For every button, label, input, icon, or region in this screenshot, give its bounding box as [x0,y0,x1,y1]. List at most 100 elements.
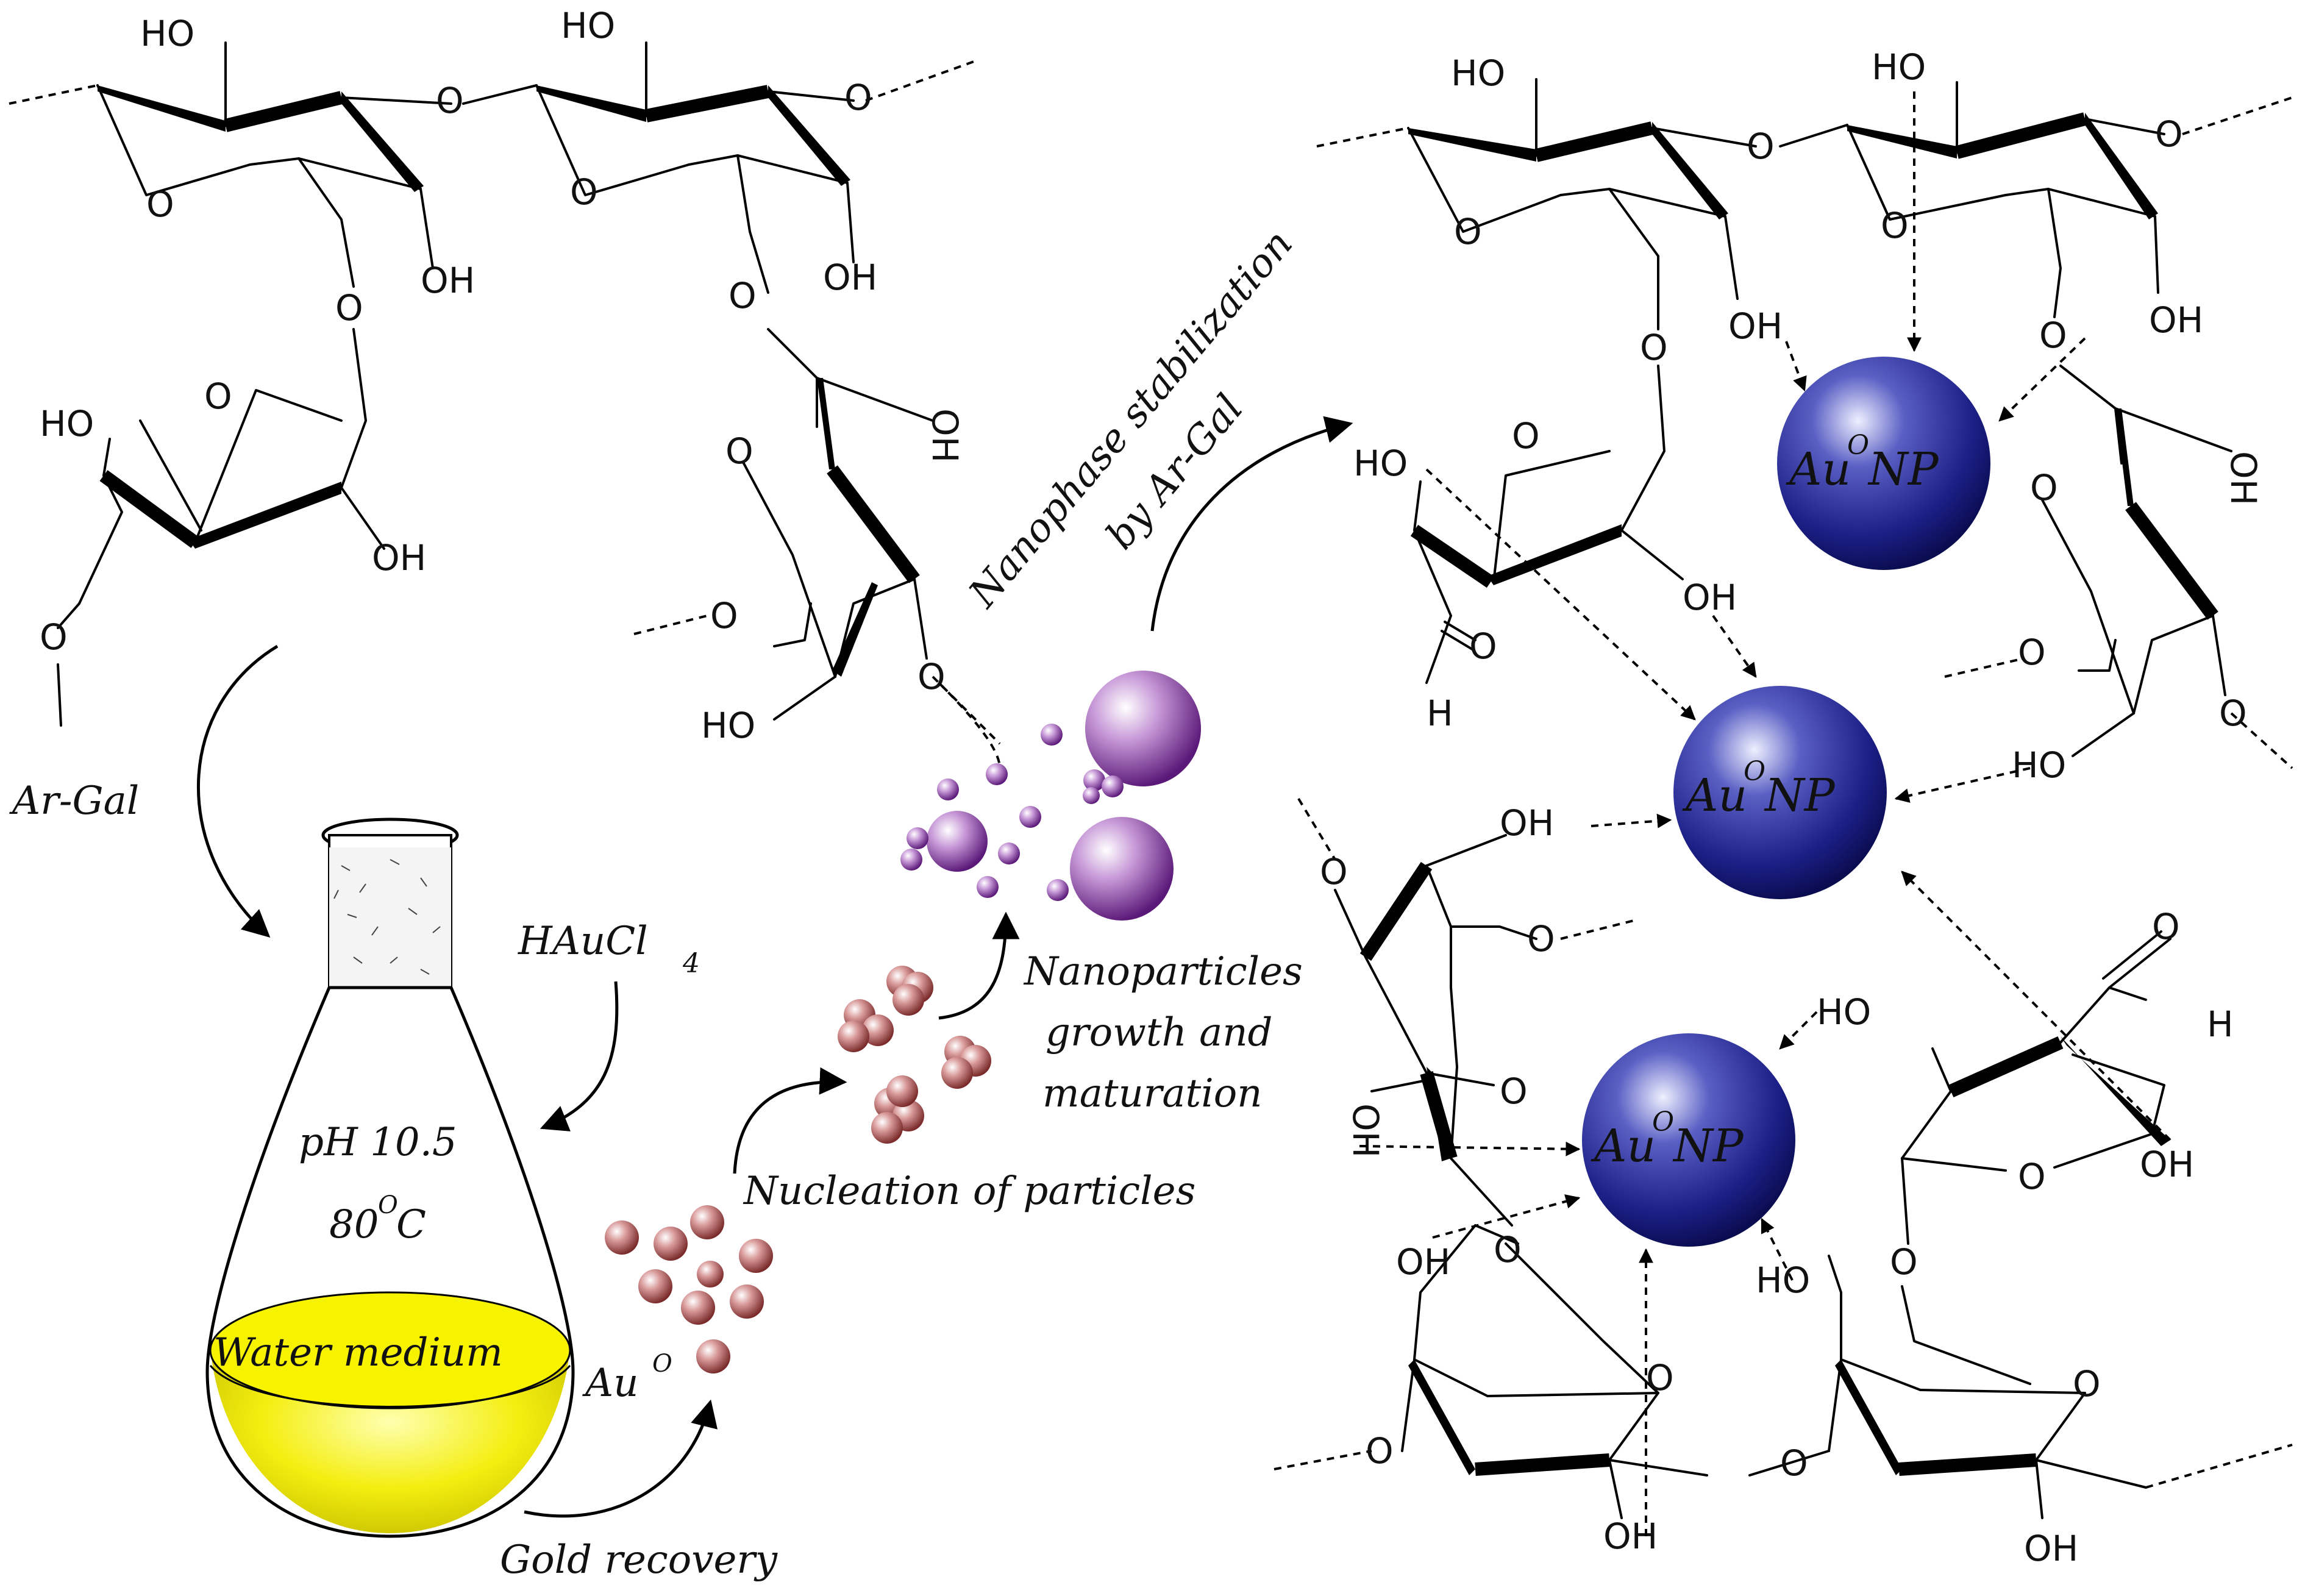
atom-ho: HO [2012,744,2066,786]
atom-o: O [1640,327,1668,368]
atom-o: O [1646,1357,1674,1398]
atom-oh: OH [1345,1103,1386,1158]
gold-recovery-label: Gold recovery [500,1537,778,1583]
atom-oh: OH [2024,1528,2078,1569]
growth-label-line2: growth and [1046,1010,1273,1055]
atom-o: O [2018,632,2046,673]
atom-o: O [1454,211,1482,252]
svg-text:Au: Au [1682,769,1747,822]
atom-ho: HO [40,403,94,444]
atom-o: O [725,430,753,472]
atom-ho: HO [701,705,755,746]
svg-text:O: O [652,1350,672,1378]
gold-nanoparticle-2: Au O NP [1673,686,1887,899]
svg-text:NP: NP [1867,443,1939,496]
atom-oh: OH [1500,802,1554,844]
atom-o: O [2152,906,2180,947]
atom-ho: HO [140,13,194,54]
erlenmeyer-flask [205,818,575,1538]
atom-ho: HO [1817,991,1871,1033]
svg-text:O: O [378,1191,398,1219]
svg-text:Au: Au [1591,1120,1656,1172]
atom-o: O [1881,205,1909,246]
atom-oh: OH [924,408,966,463]
nuclei-clusters [838,966,991,1144]
ar-gal-atom-labels: HO HO OH OH O O O O O O O HO OH O O OH O… [40,5,966,746]
atom-o: O [2030,467,2058,508]
svg-text:NP: NP [1672,1120,1744,1172]
atom-o: O [1469,625,1497,667]
atom-o: O [1320,851,1348,892]
atom-o: O [1890,1241,1918,1283]
atom-o: O [2018,1156,2046,1197]
atom-o: O [40,616,68,658]
ar-gal-label: Ar-Gal [9,778,139,824]
atom-o: O [1747,126,1775,167]
atom-o: O [1527,918,1555,960]
coordination-arrows [1359,91,2171,1536]
atom-o: O [729,275,757,316]
au0-label: Au O [582,1350,672,1406]
water-medium-label: Water medium [213,1330,503,1375]
svg-text:O: O [1652,1106,1674,1138]
atom-o: O [1494,1229,1522,1270]
svg-text:C: C [396,1202,426,1247]
growing-particles [900,671,1201,921]
atom-o: O [2155,113,2183,155]
atom-ho: HO [1872,46,1926,88]
arrow-gold-recovery [524,1399,718,1518]
atom-ho: HO [561,5,615,46]
atom-oh: OH [2149,299,2203,341]
svg-text:4: 4 [682,948,700,979]
growth-label-line3: maturation [1042,1071,1262,1116]
haucl4-label: HAuCl 4 [518,919,700,979]
atom-oh: OH [2140,1144,2194,1185]
svg-text:O: O [1847,430,1869,461]
atom-oh: OH [372,537,426,579]
growth-label-line1: Nanoparticles [1023,949,1303,994]
atom-oh: OH [1728,305,1783,347]
gold-atoms [605,1205,773,1373]
ph-label: pH 10.5 [299,1120,457,1165]
svg-text:HAuCl: HAuCl [518,919,648,964]
atom-ho: HO [1353,443,1408,484]
arrow-stabilization [1150,416,1353,632]
atom-o: O [146,183,174,225]
atom-oh: OH [823,257,877,298]
atom-oh: OH [2223,451,2264,505]
nucleation-label: Nucleation of particles [743,1169,1195,1214]
atom-o: O [1366,1430,1394,1472]
atom-o: O [204,376,232,417]
arrow-nucleation [733,1067,847,1174]
ar-gal-structure [9,41,1001,745]
atom-o: O [2039,315,2067,356]
svg-text:O: O [1744,756,1765,787]
gold-nanoparticle-1: Au O NP [1777,357,1990,570]
atom-oh: OH [421,260,475,301]
atom-o: O [917,656,946,697]
atom-ho: HO [1451,52,1505,94]
arrow-growth [938,911,1020,1020]
atom-o: O [2073,1363,2101,1405]
svg-text:Au: Au [582,1361,638,1406]
atom-o: O [2219,693,2247,734]
gold-nanoparticle-3: Au O NP [1582,1033,1795,1247]
atom-h: H [2207,1003,2234,1045]
svg-text:80: 80 [329,1202,379,1247]
svg-text:Au: Au [1786,443,1851,496]
atom-o: O [710,595,738,636]
atom-o: O [570,171,598,213]
temperature-label: 80 O C [329,1191,426,1247]
atom-o: O [436,80,464,121]
atom-o: O [335,287,363,329]
atom-ho: HO [1756,1259,1810,1301]
network-atom-labels: HO HO O O O O OH OH O O O HO OH O H O OH… [1320,46,2264,1569]
stabilization-label-line1: Nanophase stabilization [960,222,1302,617]
atom-h: H [1427,693,1453,734]
atom-o: O [1512,415,1540,457]
arrow-haucl4 [540,981,619,1131]
atom-oh: OH [1603,1516,1658,1557]
atom-oh: OH [1683,577,1737,618]
